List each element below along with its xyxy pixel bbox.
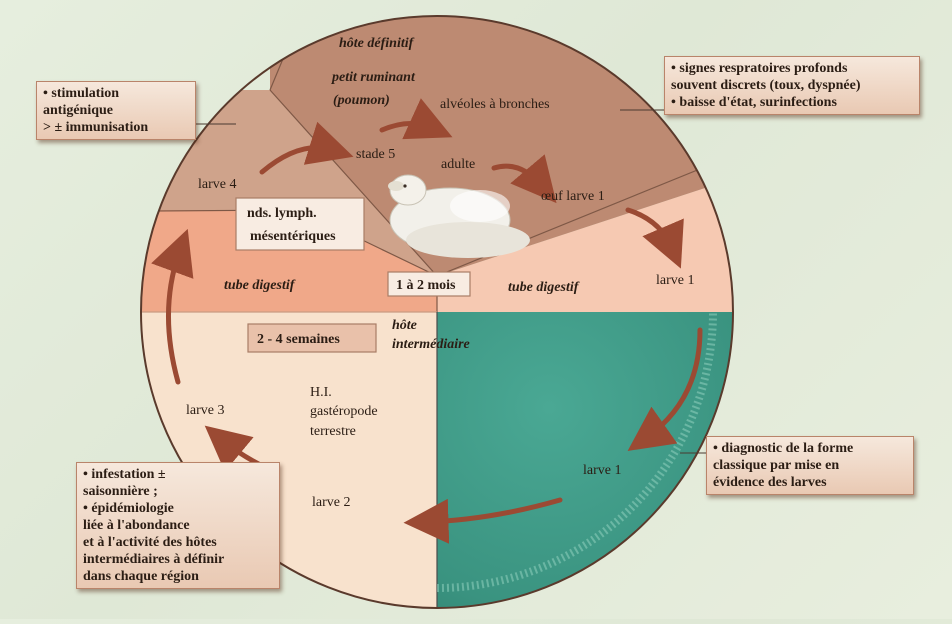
label-hi-3: terrestre <box>310 424 356 439</box>
note-epidemiology-line: dans chaque région <box>83 568 273 585</box>
note-immunisation-line: antigénique <box>43 102 189 119</box>
lymph-node-box: nds. lymph. mésentériques <box>236 198 364 250</box>
note-diagnostic: • diagnostic de la forme classique par m… <box>706 436 914 495</box>
duration-long-text: 2 - 4 semaines <box>257 332 340 347</box>
note-epidemiology-line: • infestation ± <box>83 466 273 483</box>
label-hote-int-2: intermédiaire <box>392 337 470 352</box>
note-immunisation: • stimulation antigénique > ± immunisati… <box>36 81 196 140</box>
note-diagnostic-line: évidence des larves <box>713 474 907 491</box>
note-epidemiology: • infestation ± saisonnière ; • épidémio… <box>76 462 280 589</box>
title-line-2: petit ruminant <box>331 70 416 85</box>
label-larve1-right: larve 1 <box>656 273 694 288</box>
nds-line-2: mésentériques <box>250 229 336 244</box>
duration-short-box: 1 à 2 mois <box>388 272 470 296</box>
label-larve4: larve 4 <box>198 177 236 192</box>
label-larve3: larve 3 <box>186 403 224 418</box>
label-larve2: larve 2 <box>312 495 350 510</box>
note-symptoms-line: souvent discrets (toux, dyspnée) <box>671 77 913 94</box>
duration-long-box: 2 - 4 semaines <box>248 324 376 352</box>
label-oeuf-larve1: œuf larve 1 <box>541 189 605 204</box>
label-stade5: stade 5 <box>356 147 395 162</box>
note-symptoms-line: • signes respratoires profonds <box>671 60 913 77</box>
note-diagnostic-line: • diagnostic de la forme <box>713 440 907 457</box>
note-symptoms: • signes respratoires profonds souvent d… <box>664 56 920 115</box>
label-hi-2: gastéropode <box>310 404 378 419</box>
note-epidemiology-line: intermédiaires à définir <box>83 551 273 568</box>
title-line-1: hôte définitif <box>339 36 415 51</box>
note-epidemiology-line: et à l'activité des hôtes <box>83 534 273 551</box>
note-epidemiology-line: saisonnière ; <box>83 483 273 500</box>
duration-short-text: 1 à 2 mois <box>396 278 456 293</box>
label-adulte: adulte <box>441 157 475 172</box>
label-alveoles: alvéoles à bronches <box>440 97 550 112</box>
note-epidemiology-line: • épidémiologie <box>83 500 273 517</box>
note-epidemiology-line: liée à l'abondance <box>83 517 273 534</box>
label-hi-1: H.I. <box>310 385 332 400</box>
label-tube-left: tube digestif <box>224 278 296 293</box>
note-diagnostic-line: classique par mise en <box>713 457 907 474</box>
label-larve1-green: larve 1 <box>583 463 621 478</box>
label-tube-right: tube digestif <box>508 280 580 295</box>
label-hote-int-1: hôte <box>392 318 417 333</box>
nds-line-1: nds. lymph. <box>247 206 317 221</box>
note-immunisation-line: • stimulation <box>43 85 189 102</box>
note-immunisation-line: > ± immunisation <box>43 119 189 136</box>
note-symptoms-line: • baisse d'état, surinfections <box>671 94 913 111</box>
title-line-3: (poumon) <box>333 93 390 108</box>
